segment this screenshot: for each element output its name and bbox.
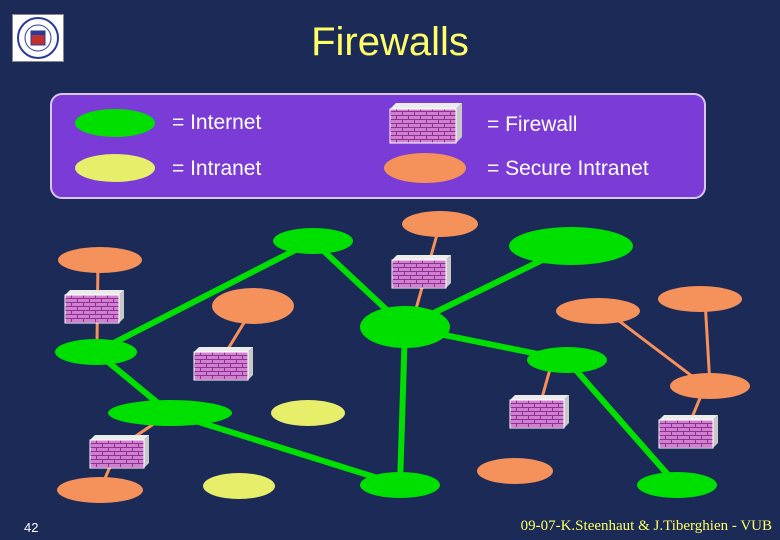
legend-intranet-label: = Intranet xyxy=(172,157,262,180)
secure-intranet-node xyxy=(658,286,742,312)
firewalls xyxy=(64,254,719,469)
university-logo xyxy=(12,14,64,62)
secure-intranet-node xyxy=(212,288,294,324)
legend-internet-symbol xyxy=(75,109,155,137)
internet-nodes xyxy=(55,227,717,498)
secure-intranet-node xyxy=(477,458,553,484)
internet-node xyxy=(360,472,440,498)
legend-firewall-symbol xyxy=(389,103,462,144)
internet-node xyxy=(637,472,717,498)
internet-node xyxy=(360,306,450,348)
secure-intranet-node xyxy=(402,211,478,237)
legend-internet-label: = Internet xyxy=(172,111,262,134)
intranet-node xyxy=(203,473,275,499)
internet-node xyxy=(108,400,232,426)
legend-intranet-symbol xyxy=(75,154,155,182)
secure-intranet-node xyxy=(58,247,142,273)
secure-intranet-node xyxy=(57,477,143,503)
firewall-icon xyxy=(64,289,125,324)
slide-number: 42 xyxy=(24,520,39,535)
internet-node xyxy=(273,228,353,254)
legend-secure-intranet-symbol xyxy=(384,153,466,183)
internet-node xyxy=(509,227,633,265)
internet-node xyxy=(527,347,607,373)
firewall-icon xyxy=(89,434,150,469)
intranet-nodes xyxy=(203,400,345,499)
secure-intranet-nodes xyxy=(57,211,750,503)
secure-intranet-node xyxy=(556,298,640,324)
slide-title: Firewalls xyxy=(311,20,469,64)
legend-secure-intranet-label: = Secure Intranet xyxy=(487,157,649,180)
secure-intranet-node xyxy=(670,373,750,399)
legend-firewall-label: = Firewall xyxy=(487,113,578,136)
intranet-node xyxy=(271,400,345,426)
firewall-icon xyxy=(193,346,254,381)
firewall-icon xyxy=(391,254,452,289)
footer-credit: 09-07-K.Steenhaut & J.Tiberghien - VUB xyxy=(520,518,772,534)
firewall-icon xyxy=(658,414,719,449)
firewall-icon xyxy=(509,394,570,429)
internet-node xyxy=(55,339,137,365)
legend-box: = Internet = Firewall = Intranet = Secur… xyxy=(50,93,706,199)
